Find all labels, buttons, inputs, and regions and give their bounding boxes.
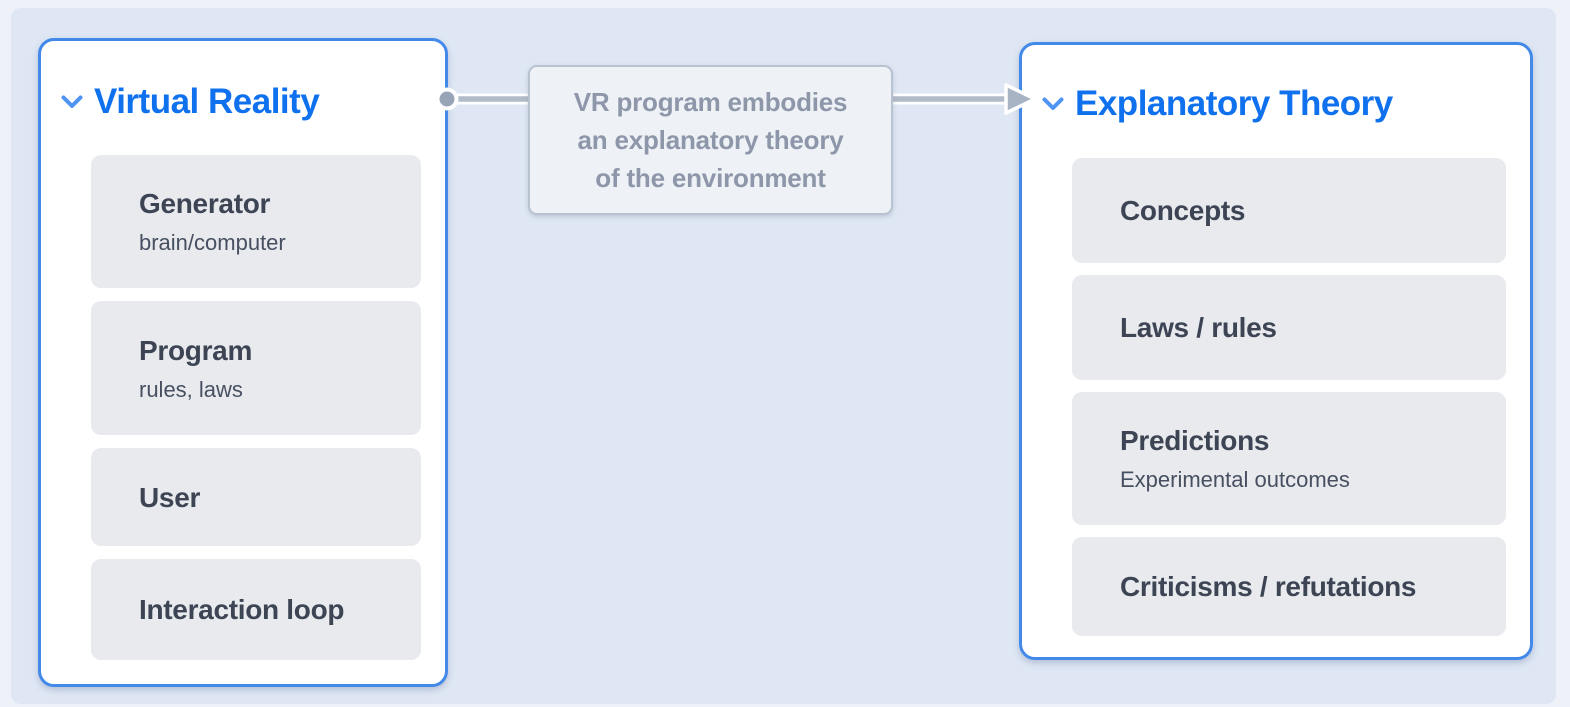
card-title: Predictions	[1120, 425, 1270, 456]
card-generator[interactable]: Generator brain/computer	[91, 155, 421, 288]
card-laws-rules[interactable]: Laws / rules	[1072, 275, 1506, 380]
card-subtitle: brain/computer	[139, 230, 286, 255]
node-header-explanatory-theory[interactable]: Explanatory Theory	[1041, 83, 1530, 125]
node-explanatory-theory[interactable]: Explanatory Theory Concepts Laws / rules…	[1019, 42, 1533, 660]
node-item-list: Generator brain/computer Program rules, …	[91, 155, 421, 660]
edge-label-line: an explanatory theory	[577, 125, 844, 155]
card-title: Criticisms / refutations	[1120, 571, 1417, 602]
card-title: User	[139, 481, 201, 513]
card-criticisms-refutations[interactable]: Criticisms / refutations	[1072, 537, 1506, 636]
card-predictions[interactable]: Predictions Experimental outcomes	[1072, 392, 1506, 525]
card-title: Program	[139, 334, 253, 366]
card-subtitle: rules, laws	[139, 376, 243, 402]
card-interaction-loop[interactable]: Interaction loop	[91, 559, 421, 660]
node-title: Explanatory Theory	[1075, 84, 1393, 123]
edge-label[interactable]: VR program embodies an explanatory theor…	[528, 65, 893, 215]
card-title: Laws / rules	[1120, 312, 1277, 343]
node-virtual-reality[interactable]: Virtual Reality Generator brain/computer…	[38, 38, 448, 687]
card-concepts[interactable]: Concepts	[1072, 158, 1506, 263]
edge-label-line: of the environment	[595, 163, 826, 193]
node-item-list: Concepts Laws / rules Predictions Experi…	[1072, 158, 1506, 636]
card-subtitle: Experimental outcomes	[1120, 467, 1350, 492]
node-header-virtual-reality[interactable]: Virtual Reality	[60, 81, 445, 123]
edge-label-line: VR program embodies	[573, 87, 848, 117]
card-title: Generator	[139, 188, 271, 219]
card-user[interactable]: User	[91, 448, 421, 546]
card-program[interactable]: Program rules, laws	[91, 301, 421, 435]
card-title: Concepts	[1120, 195, 1246, 226]
chevron-down-icon[interactable]	[1041, 96, 1065, 112]
chevron-down-icon[interactable]	[60, 94, 84, 110]
node-title: Virtual Reality	[94, 82, 320, 121]
card-title: Interaction loop	[139, 594, 345, 625]
